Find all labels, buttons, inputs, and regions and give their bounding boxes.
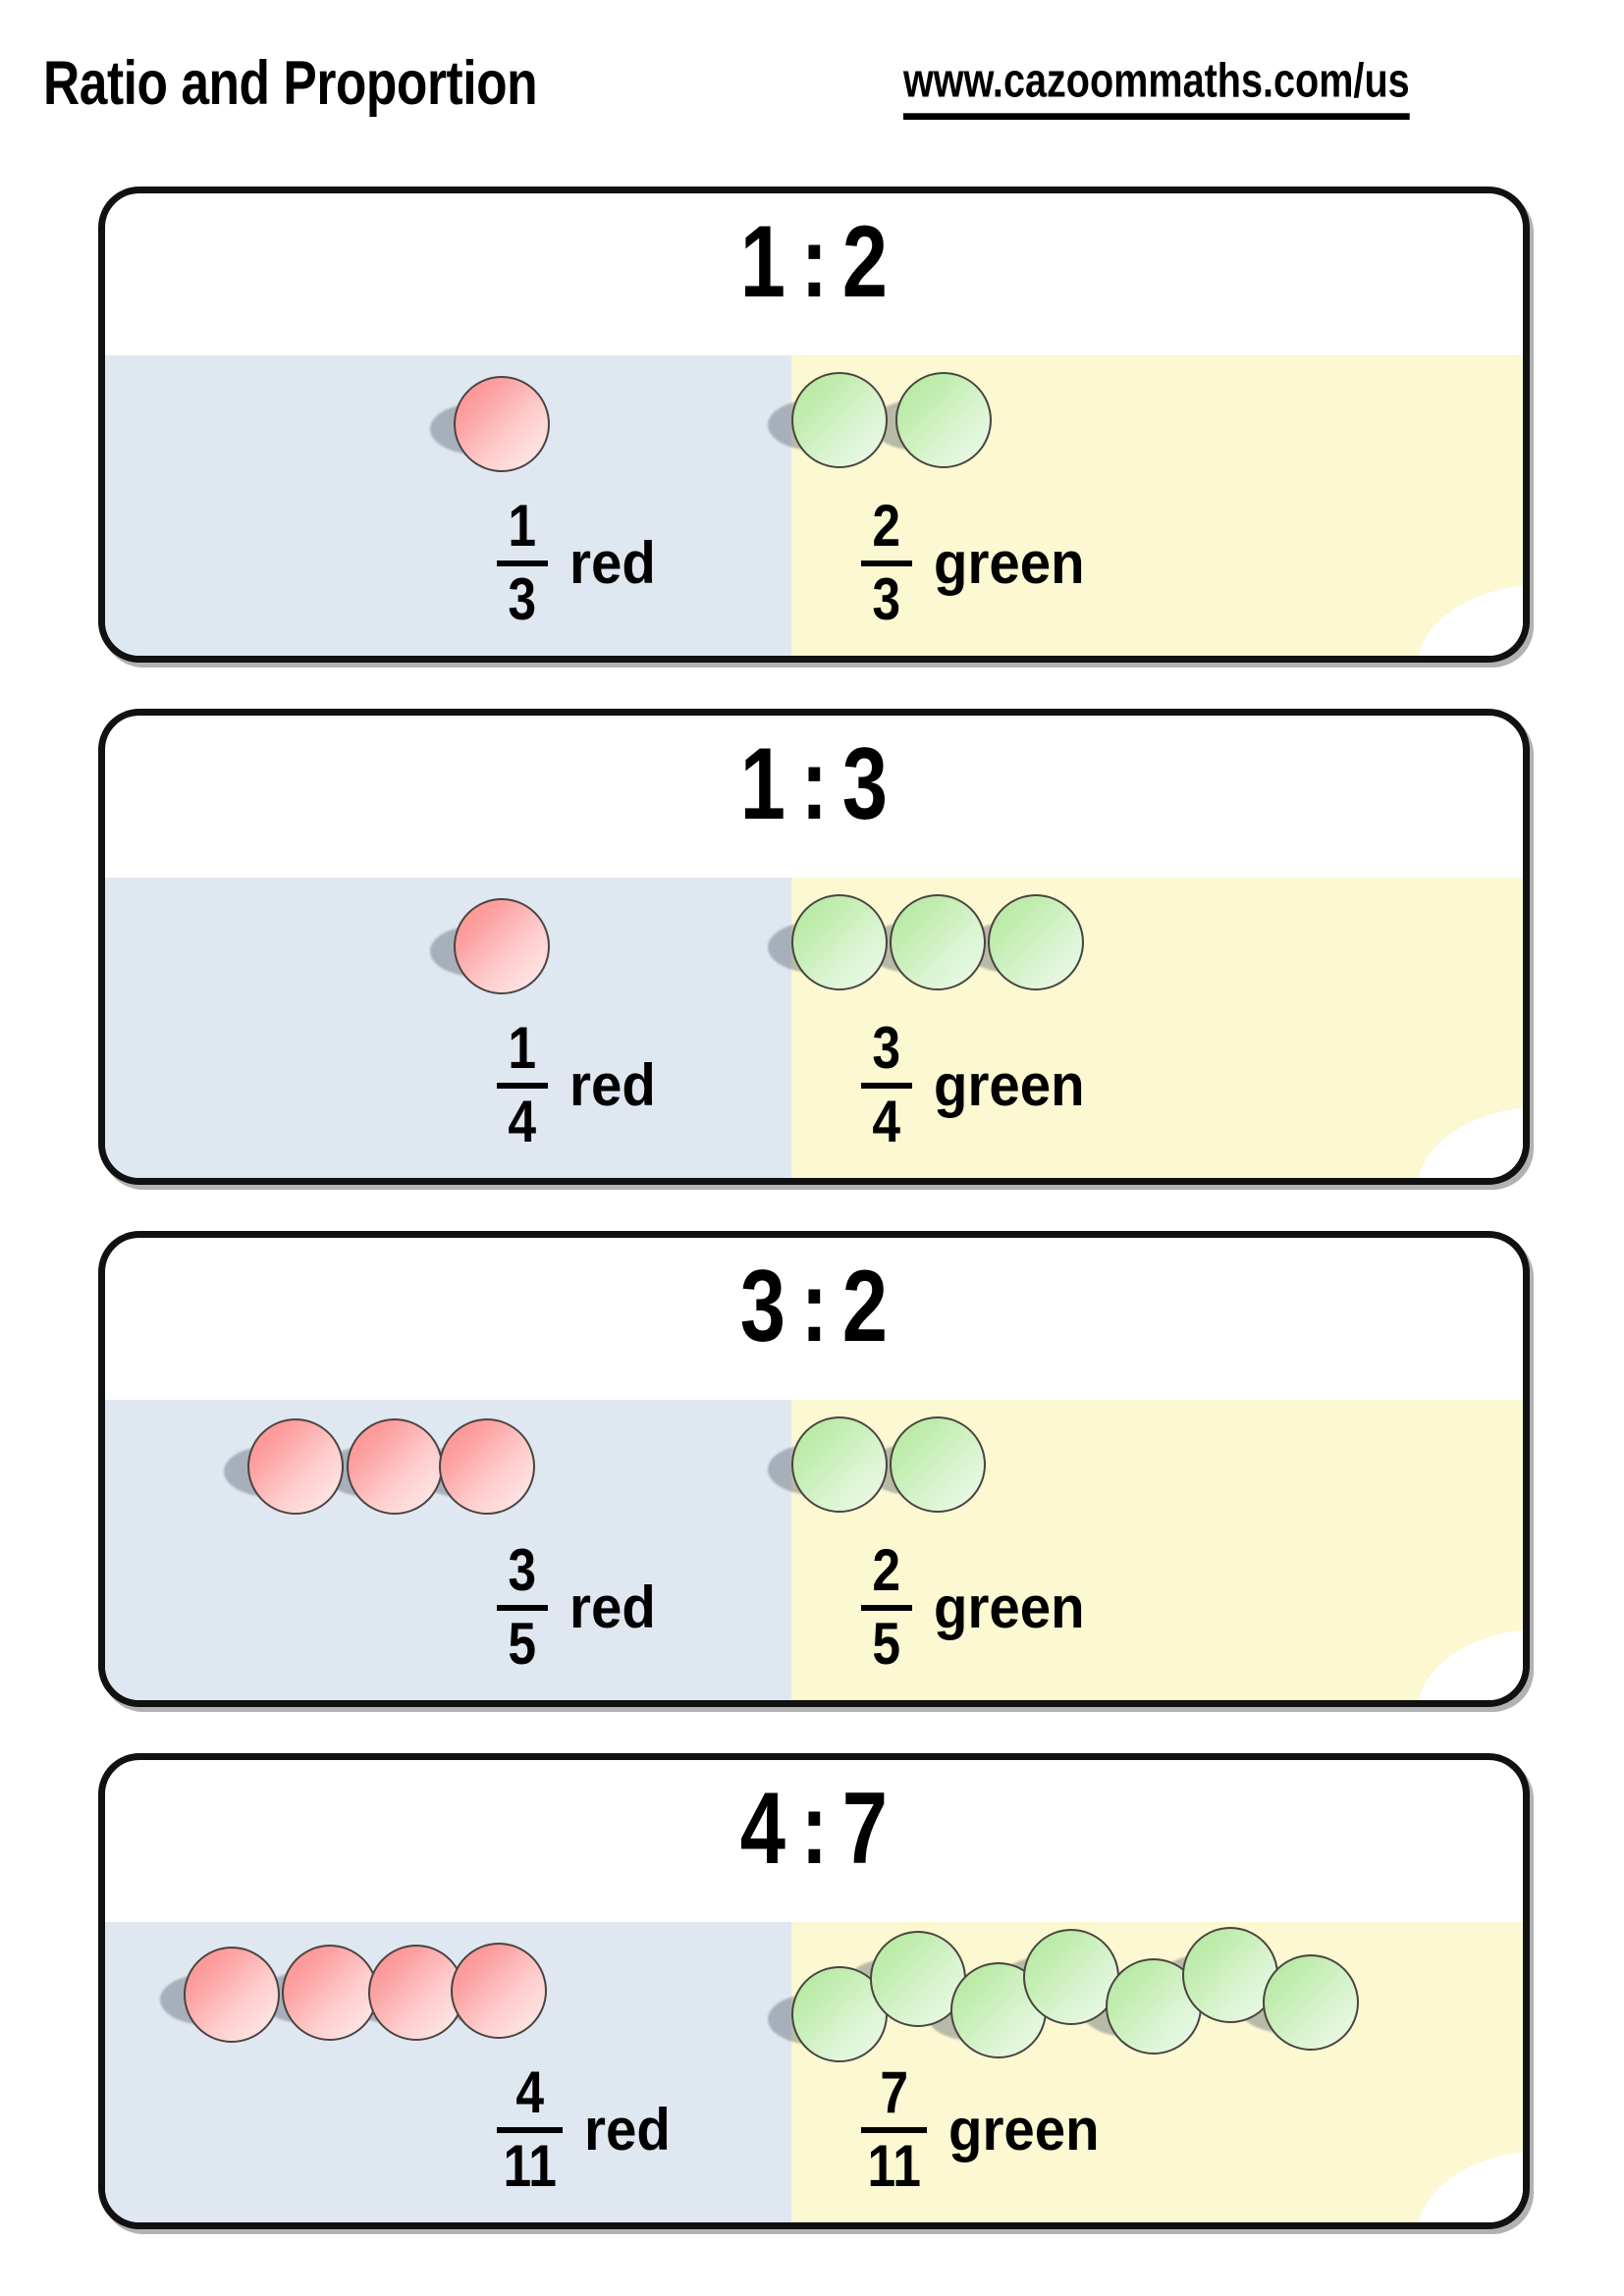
green-marble (791, 1416, 888, 1513)
left-marble-row (105, 892, 791, 1020)
right-color-label: green (934, 1575, 1085, 1641)
left-share-band (105, 878, 791, 1178)
right-marble-row (791, 1927, 1523, 2064)
red-marble (282, 1945, 378, 2041)
fraction-bar (497, 2126, 564, 2133)
left-marble-row (105, 1415, 791, 1542)
fraction-numerator: 2 (872, 1537, 901, 1603)
fraction-denominator: 5 (508, 1610, 537, 1677)
green-marble (1263, 1954, 1359, 2051)
red-marble (247, 1418, 344, 1515)
ratio-left-term: 1 (739, 205, 785, 319)
fraction-bar (861, 1082, 912, 1089)
fraction-numerator: 7 (880, 2059, 909, 2125)
left-color-label: red (569, 530, 656, 597)
fraction-numerator: 2 (872, 493, 901, 559)
fraction-denominator: 11 (503, 2132, 557, 2199)
fraction-denominator: 3 (508, 565, 537, 632)
fraction-numerator: 4 (515, 2059, 545, 2125)
page-header: Ratio and Proportion www.cazoommaths.com… (0, 0, 1624, 167)
right-marble-row (791, 1415, 1523, 1542)
fraction-denominator: 5 (872, 1610, 901, 1677)
fraction-numerator: 1 (508, 493, 537, 559)
ratio-right-term: 7 (842, 1772, 889, 1886)
right-color-label: green (934, 1052, 1085, 1119)
ratio-heading: 1:3 (105, 733, 1523, 835)
ratio-right-term: 3 (842, 727, 889, 841)
red-marble (439, 1418, 535, 1515)
left-color-label: red (569, 1575, 656, 1641)
right-color-label: green (934, 530, 1085, 597)
red-marble (368, 1945, 464, 2041)
fraction-denominator: 4 (508, 1088, 537, 1154)
right-color-label: green (948, 2097, 1101, 2163)
fraction-bar (861, 560, 912, 566)
right-marble-row (791, 370, 1523, 498)
green-marble (988, 894, 1084, 990)
left-marble-row (105, 370, 791, 498)
fraction-bar (861, 2126, 928, 2133)
red-marble (184, 1947, 280, 2043)
fraction-bar (497, 1604, 548, 1611)
red-marble (451, 1943, 547, 2039)
fraction-bar (861, 1604, 912, 1611)
fraction-denominator: 11 (867, 2132, 921, 2199)
fraction-denominator: 4 (872, 1088, 901, 1154)
ratio-colon: : (800, 1250, 828, 1363)
ratio-colon: : (800, 205, 828, 319)
ratio-left-term: 3 (739, 1250, 785, 1363)
fraction-bar (497, 560, 548, 566)
ratio-colon: : (800, 727, 828, 841)
page-title: Ratio and Proportion (43, 47, 538, 118)
ratio-heading: 4:7 (105, 1778, 1523, 1880)
fraction-numerator: 1 (508, 1015, 537, 1081)
left-share-band (105, 355, 791, 656)
ratio-right-term: 2 (842, 205, 889, 319)
left-color-label: red (569, 1052, 656, 1119)
ratio-colon: : (800, 1772, 828, 1886)
green-marble (895, 372, 992, 468)
fraction-denominator: 3 (872, 565, 901, 632)
left-marble-row (105, 1937, 791, 2064)
fraction-numerator: 3 (508, 1537, 537, 1603)
site-url-link[interactable]: www.cazoommaths.com/us (903, 54, 1410, 120)
ratio-left-term: 4 (739, 1772, 785, 1886)
fraction-bar (497, 1082, 548, 1089)
red-marble (454, 898, 550, 994)
ratio-right-term: 2 (842, 1250, 889, 1363)
ratio-heading: 3:2 (105, 1255, 1523, 1358)
fraction-numerator: 3 (872, 1015, 901, 1081)
red-marble (454, 376, 550, 472)
green-marble (890, 894, 986, 990)
green-marble (890, 1416, 986, 1513)
ratio-heading: 1:2 (105, 211, 1523, 313)
green-marble (791, 372, 888, 468)
left-color-label: red (584, 2097, 672, 2163)
right-marble-row (791, 892, 1523, 1020)
ratio-left-term: 1 (739, 727, 785, 841)
green-marble (791, 894, 888, 990)
red-marble (347, 1418, 443, 1515)
